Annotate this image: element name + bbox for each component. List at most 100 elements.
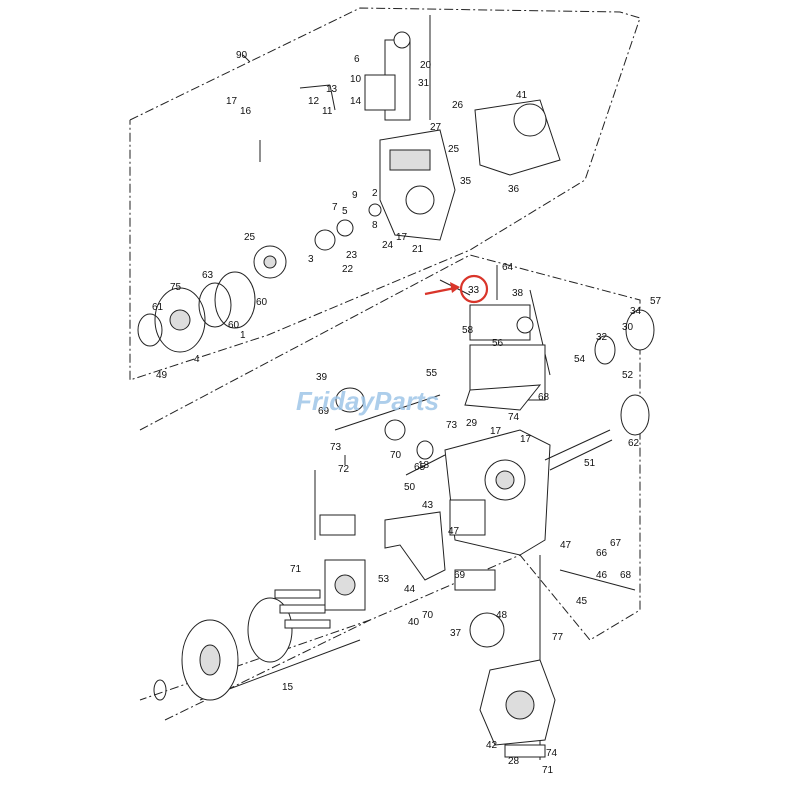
- callout-label: 25: [448, 144, 460, 155]
- callout-label: 58: [462, 325, 474, 336]
- highlight-label: 33: [468, 285, 480, 296]
- callout-label: 69: [318, 406, 330, 417]
- callout-label: 72: [338, 464, 350, 475]
- callout-label: 28: [508, 756, 520, 767]
- callout-label: 53: [378, 574, 390, 585]
- callout-label: 11: [322, 106, 333, 117]
- callout-label: 16: [240, 106, 252, 117]
- highlight-marker: 33: [424, 274, 489, 304]
- callout-label: 75: [170, 282, 182, 293]
- callout-label: 25: [244, 232, 256, 243]
- callout-label: 2: [372, 188, 378, 199]
- callout-label: 4: [194, 354, 200, 365]
- callout-label: 35: [460, 176, 472, 187]
- callout-label: 46: [596, 570, 608, 581]
- callout-label: 13: [326, 84, 338, 95]
- callout-label: 26: [452, 100, 464, 111]
- callout-label: 45: [576, 596, 588, 607]
- callout-label: 67: [610, 538, 622, 549]
- callout-label: 36: [508, 184, 520, 195]
- callout-label: 41: [516, 90, 528, 101]
- callout-label: 71: [542, 765, 554, 776]
- callout-label: 55: [426, 368, 438, 379]
- callout-label: 48: [496, 610, 508, 621]
- callout-label: 44: [404, 584, 416, 595]
- callout-label: 9: [352, 190, 358, 201]
- callout-label: 31: [418, 78, 430, 89]
- callout-label: 68: [620, 570, 632, 581]
- callout-label: 34: [630, 306, 642, 317]
- callout-label: 20: [420, 60, 432, 71]
- callout-label: 47: [560, 540, 572, 551]
- callout-label: 32: [596, 332, 608, 343]
- callout-label: 17: [226, 96, 238, 107]
- callout-label: 57: [650, 296, 662, 307]
- control-valve: [464, 304, 546, 411]
- front-cover-parts: [137, 203, 382, 353]
- callout-label: 66: [596, 548, 608, 559]
- callout-label: 71: [290, 564, 302, 575]
- callout-label: 49: [156, 370, 168, 381]
- callout-label: 21: [412, 244, 424, 255]
- callout-label: 47: [448, 526, 460, 537]
- highlight-arrow: [424, 286, 456, 296]
- callout-label: 12: [308, 96, 320, 107]
- callout-label: 14: [350, 96, 362, 107]
- callout-label: 42: [486, 740, 498, 751]
- callout-label: 74: [508, 412, 520, 423]
- callout-label: 54: [574, 354, 586, 365]
- callout-label: 23: [346, 250, 358, 261]
- callout-label: 17: [396, 232, 408, 243]
- callout-label: 73: [330, 442, 342, 453]
- watermark: FridayParts: [296, 386, 439, 416]
- highlight-circle: [459, 274, 489, 304]
- callout-label: 17: [490, 426, 502, 437]
- callout-label: 18: [418, 460, 430, 471]
- callout-label: 70: [422, 610, 434, 621]
- upper-housing: [364, 31, 561, 241]
- callout-label: 5: [342, 206, 348, 217]
- callout-label: 3: [308, 254, 314, 265]
- callout-label: 37: [450, 628, 462, 639]
- callout-label: 10: [350, 74, 362, 85]
- callout-label: 43: [422, 500, 434, 511]
- rotating-group: [153, 589, 331, 701]
- callout-label: 8: [372, 220, 378, 231]
- callout-label: 62: [628, 438, 640, 449]
- callout-label: 69: [454, 570, 466, 581]
- callout-label: 15: [282, 682, 294, 693]
- callout-label: 22: [342, 264, 354, 275]
- callout-label: 51: [584, 458, 596, 469]
- highlight-arrowhead: [450, 282, 460, 293]
- rear-plate: [479, 659, 556, 758]
- swash-plate-parts: [319, 511, 505, 648]
- callout-label: 60: [228, 320, 240, 331]
- callout-label: 77: [552, 632, 564, 643]
- leader-lines: [199, 15, 636, 760]
- callout-label: 68: [538, 392, 550, 403]
- callout-label: 39: [316, 372, 328, 383]
- callout-label: 27: [430, 122, 442, 133]
- main-pump-body: [335, 309, 655, 556]
- callout-label: 65: [414, 462, 426, 473]
- callout-label: 74: [546, 748, 558, 759]
- callout-label: 1: [240, 330, 246, 341]
- callout-label: 29: [466, 418, 478, 429]
- callout-label: 24: [382, 240, 394, 251]
- callout-label: 7: [332, 202, 338, 213]
- callout-label: 61: [152, 302, 164, 313]
- callout-label: 63: [202, 270, 214, 281]
- callout-label: 60: [256, 297, 268, 308]
- callout-label: 90: [236, 50, 248, 61]
- callout-label: 56: [492, 338, 504, 349]
- callout-label: 52: [622, 370, 634, 381]
- callout-label: 6: [354, 54, 360, 65]
- callout-label: 17: [520, 434, 532, 445]
- callout-label: 40: [408, 617, 420, 628]
- callout-label: 30: [622, 322, 634, 333]
- callout-label: 70: [390, 450, 402, 461]
- callout-label: 50: [404, 482, 416, 493]
- callout-label: 64: [502, 262, 514, 273]
